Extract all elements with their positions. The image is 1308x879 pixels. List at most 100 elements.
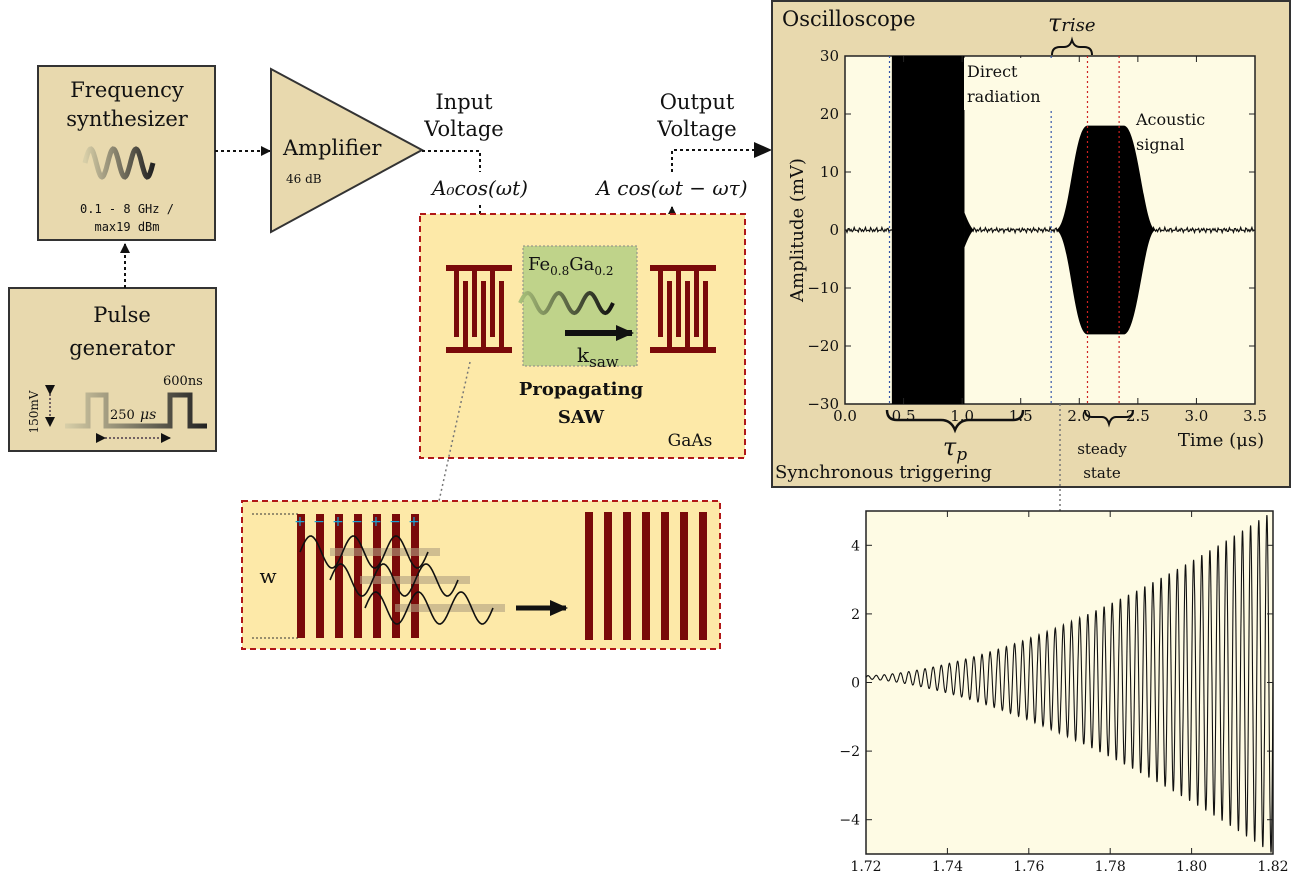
tau-p-label: τp <box>943 433 967 465</box>
output-idt <box>650 265 716 353</box>
idt-finger <box>642 512 650 640</box>
idt-finger <box>472 271 477 337</box>
direct-radiation-line1: Direct <box>967 62 1018 81</box>
scope-y-tick-label: 0 <box>829 221 839 239</box>
idt-finger <box>658 271 663 337</box>
idt-zoom-pointer <box>430 361 471 529</box>
scope-x-tick-label: 3.0 <box>1184 407 1208 425</box>
synth-spec-line2: max19 dBm <box>94 220 159 234</box>
zoom-y-tick-label: 4 <box>851 538 860 554</box>
charge-sign: − <box>389 514 401 530</box>
scope-ylabel: Amplitude (mV) <box>787 158 808 303</box>
device-substrate: Fe0.8Ga0.2 ksaw Propagating SAW GaAs <box>419 213 746 459</box>
synth-title-line2: synthesizer <box>66 107 189 131</box>
pulse-title-line2: generator <box>69 336 175 360</box>
zoom-x-tick-label: 1.80 <box>1176 859 1207 875</box>
idt-finger <box>680 512 688 640</box>
scope-y-tick-label: 20 <box>820 105 839 123</box>
acoustic-signal-line1: Acoustic <box>1135 110 1205 129</box>
zoom-y-tick-label: −4 <box>839 813 860 829</box>
idt-finger <box>699 512 707 640</box>
output-voltage-line1: Output <box>660 90 735 114</box>
charge-sign: − <box>313 514 325 530</box>
direct-radiation-line2: radiation <box>967 87 1041 106</box>
amp-to-input-line <box>422 150 481 172</box>
synth-sine-icon <box>82 146 156 180</box>
scope-x-tick-label: 0.0 <box>833 407 857 425</box>
frequency-synthesizer-box: Frequency synthesizer 0.1 - 8 GHz / max1… <box>37 65 216 241</box>
idt-finger <box>316 514 324 638</box>
scope-y-tick-label: −20 <box>807 337 839 355</box>
propagating-line1: Propagating <box>519 379 644 400</box>
charge-sign: + <box>408 514 420 530</box>
input-idt <box>446 265 512 353</box>
charge-sign: + <box>332 514 344 530</box>
pulse-width-label: 600ns <box>163 374 203 389</box>
zoom-trace <box>865 514 1274 853</box>
idt-finger <box>667 281 672 347</box>
pulse-title-line1: Pulse <box>93 303 151 327</box>
idt-width-label: w <box>259 564 276 588</box>
idt-finger <box>676 271 681 337</box>
input-voltage-line1: Input <box>435 90 493 114</box>
oscilloscope-title: Oscilloscope <box>782 7 916 31</box>
idt-generated-waves <box>299 535 505 625</box>
idt-finger <box>499 281 504 347</box>
pulse-period-value: 250 <box>110 408 135 423</box>
charge-sign: + <box>370 514 382 530</box>
pulse-period-unit: μs <box>140 407 156 423</box>
idt-zoom-panel: w +−+−+−+ <box>241 500 721 650</box>
synth-title-line1: Frequency <box>70 78 184 102</box>
idt-finger <box>604 512 612 640</box>
scope-xlabel: Time (μs) <box>1178 430 1264 451</box>
idt-finger <box>585 512 593 640</box>
input-voltage-line2: Voltage <box>423 117 503 141</box>
zoom-y-tick-label: 2 <box>851 607 860 623</box>
idt-finger <box>335 514 343 638</box>
zoom-x-tick-label: 1.74 <box>932 859 963 875</box>
film-label: Fe0.8Ga0.2 <box>528 254 613 278</box>
idt-finger <box>481 281 486 347</box>
synth-spec-line1: 0.1 - 8 GHz / <box>80 202 174 216</box>
scope-x-tick-label: 3.5 <box>1243 407 1267 425</box>
output-formula: A cos(ωt − ωτ) <box>594 176 747 200</box>
pulse-train-icon <box>65 392 207 429</box>
charge-sign: + <box>294 514 306 530</box>
generated-wave <box>364 591 494 625</box>
tau-rise-label: τrise <box>1048 9 1096 37</box>
pulse-generator-box: Pulse generator 150mV 250 μs 600ns <box>8 287 217 452</box>
idt-finger <box>623 512 631 640</box>
idt-finger <box>463 281 468 347</box>
steady-state-line1: steady <box>1077 440 1127 458</box>
zoom-y-tick-label: 0 <box>851 676 860 692</box>
scope-y-tick-label: −30 <box>807 395 839 413</box>
output-to-scope-arrow <box>671 142 772 172</box>
acoustic-signal-burst <box>1055 125 1156 335</box>
tau-p-brace <box>885 409 1025 434</box>
amplifier-label: Amplifier <box>282 136 382 160</box>
generated-wave <box>329 563 459 597</box>
idt-finger <box>685 281 690 347</box>
scope-y-tick-label: 10 <box>820 163 839 181</box>
propagating-line2: SAW <box>558 407 605 428</box>
output-voltage-line2: Voltage <box>656 117 736 141</box>
idt-finger <box>354 514 362 638</box>
idt-finger <box>703 281 708 347</box>
zoom-x-tick-label: 1.72 <box>850 859 881 875</box>
amplifier-triangle: Amplifier 46 dB <box>270 67 425 234</box>
idt-fingers-output <box>585 512 707 640</box>
scope-x-tick-label: 0.5 <box>892 407 916 425</box>
zoom-waveform <box>865 514 1274 853</box>
steady-state-line2: state <box>1083 464 1121 482</box>
scope-y-tick-label: −10 <box>807 279 839 297</box>
idt-finger <box>661 512 669 640</box>
zoom-x-tick-label: 1.76 <box>1013 859 1044 875</box>
idt-finger <box>490 271 495 337</box>
k-saw-label: ksaw <box>577 343 619 371</box>
acoustic-signal-line2: signal <box>1136 135 1185 154</box>
